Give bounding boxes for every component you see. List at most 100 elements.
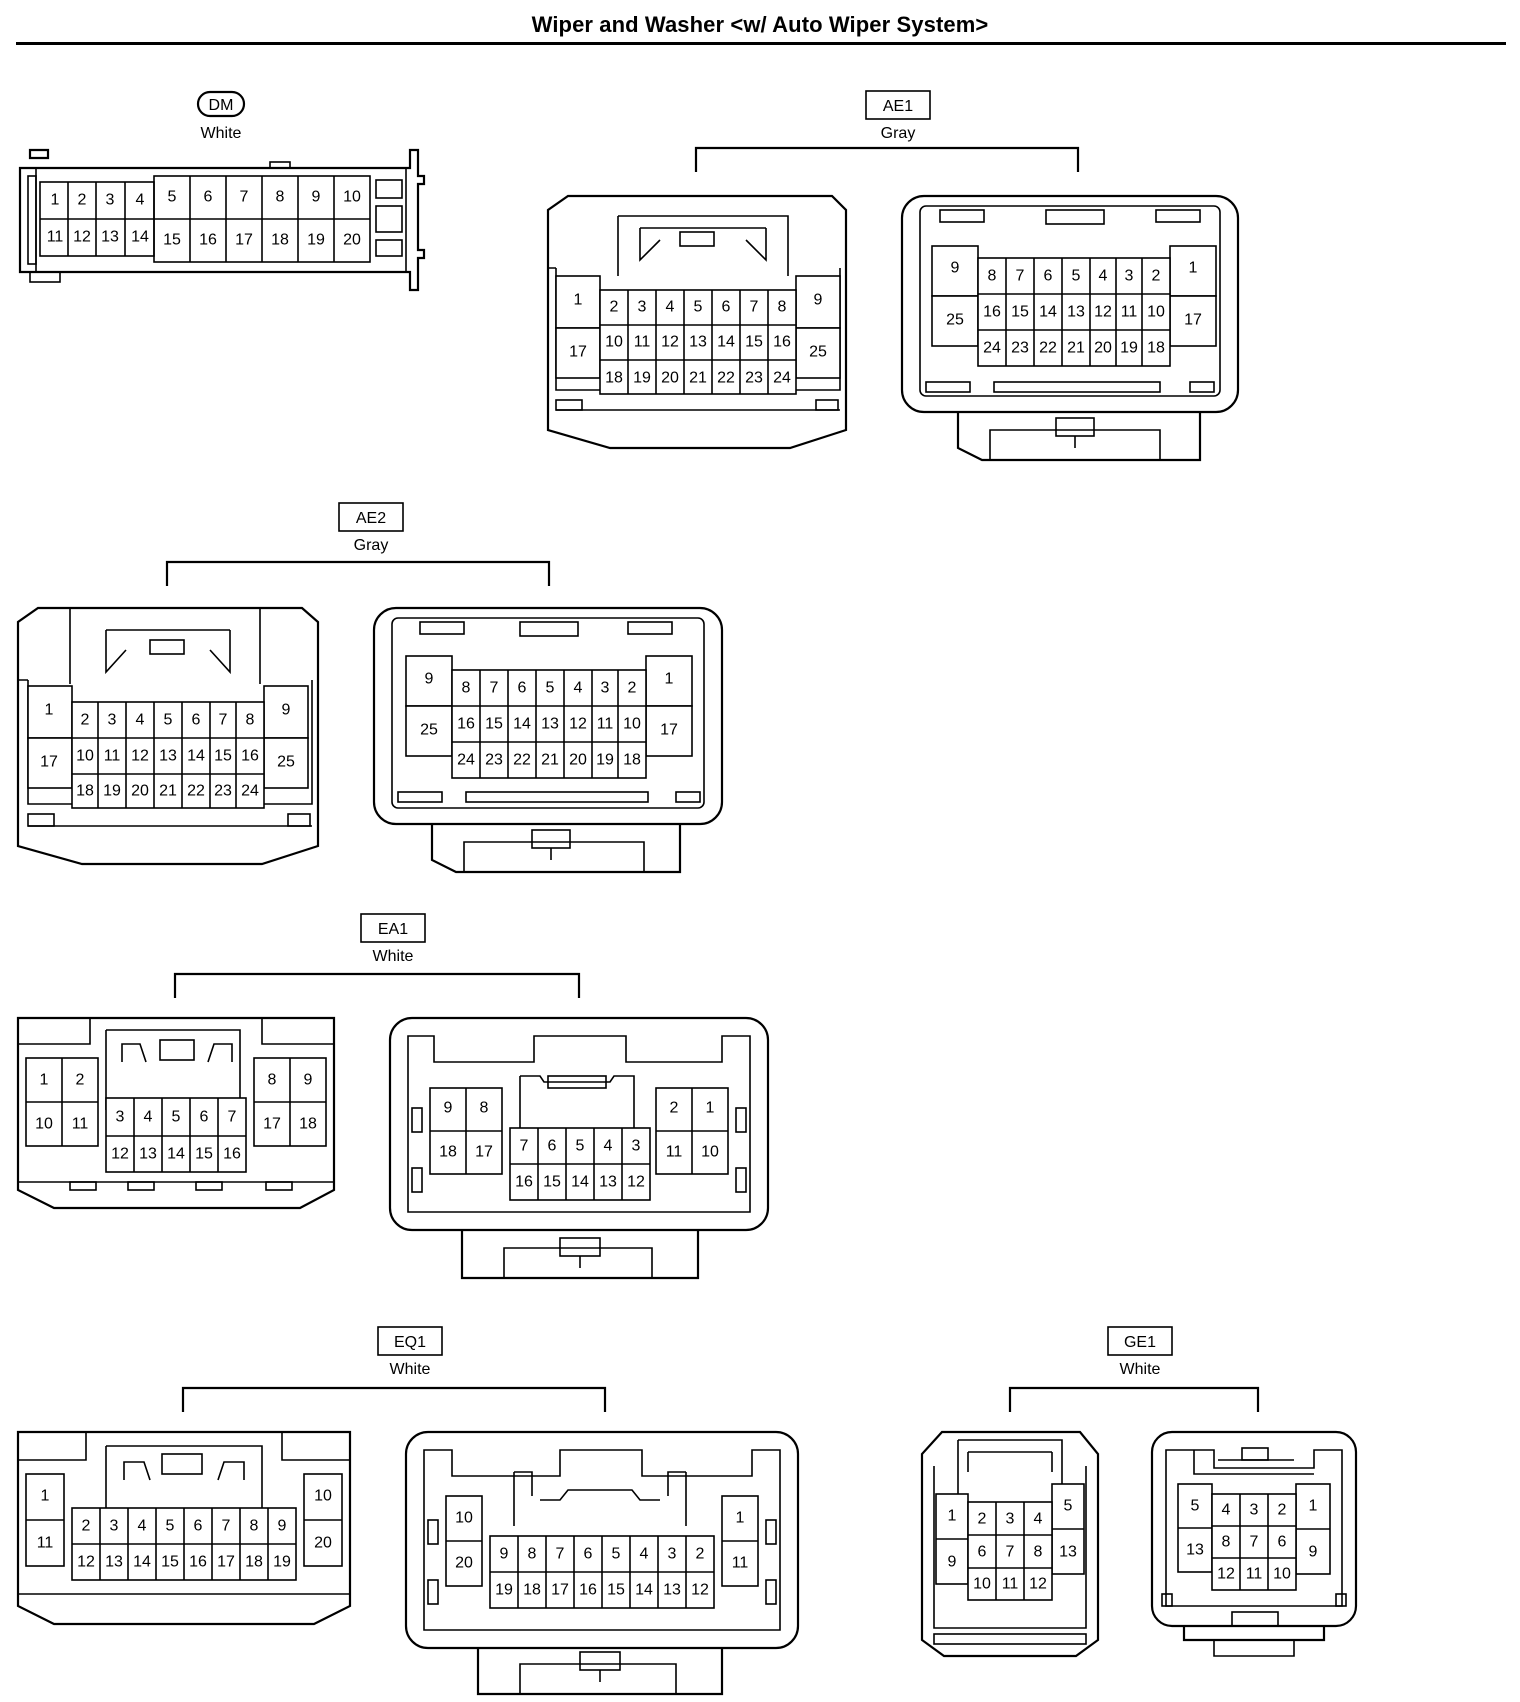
pin-7: 7 (1006, 1544, 1015, 1561)
pin-5: 5 (1191, 1498, 1200, 1515)
pin-8: 8 (246, 712, 255, 729)
pin-3: 3 (108, 712, 117, 729)
pin-1: 1 (51, 192, 60, 209)
pin-20: 20 (131, 783, 149, 800)
pin-13: 13 (541, 716, 559, 733)
connector-color: White (201, 125, 242, 142)
pin-18: 18 (1147, 340, 1165, 357)
pin-16: 16 (983, 304, 1001, 321)
pin-7: 7 (219, 712, 228, 729)
pin-12: 12 (1029, 1576, 1047, 1593)
pin-9: 9 (814, 292, 823, 309)
pin-12: 12 (111, 1146, 129, 1163)
pin-15: 15 (163, 232, 181, 249)
pin-13: 13 (1186, 1542, 1204, 1559)
pin-12: 12 (1094, 304, 1112, 321)
pin-4: 4 (1034, 1511, 1043, 1528)
pin-13: 13 (1067, 304, 1085, 321)
connector-color: White (373, 948, 414, 965)
pin-5: 5 (168, 189, 177, 206)
connector-label: EQ1 (394, 1334, 426, 1351)
pair-bracket (165, 560, 551, 586)
pin-3: 3 (1250, 1502, 1259, 1519)
pin-16: 16 (189, 1554, 207, 1571)
pin-16: 16 (579, 1582, 597, 1599)
pin-19: 19 (633, 370, 651, 387)
pin-12: 12 (661, 334, 679, 351)
connector-view-rear: 5 13 1 9 4 3 2 8 7 6 12 11 10 (1150, 1430, 1358, 1657)
pin-2: 2 (1152, 268, 1161, 285)
pin-2: 2 (1278, 1502, 1287, 1519)
pin-3: 3 (110, 1518, 119, 1535)
pin-13: 13 (139, 1146, 157, 1163)
pin-11: 11 (634, 334, 651, 351)
connector-view-front: 1 2 10 11 8 9 17 18 3 4 5 6 7 12 13 14 1… (16, 1016, 336, 1210)
pair-bracket (1008, 1386, 1260, 1412)
pin-9: 9 (948, 1554, 957, 1571)
pin-1: 1 (41, 1488, 50, 1505)
pin-1: 1 (1189, 260, 1198, 277)
pin-1: 1 (40, 1072, 49, 1089)
pin-16: 16 (223, 1146, 241, 1163)
pin-14: 14 (1039, 304, 1057, 321)
pin-14: 14 (187, 748, 205, 765)
pin-18: 18 (605, 370, 623, 387)
pin-19: 19 (596, 752, 614, 769)
pin-16: 16 (241, 748, 259, 765)
pin-20: 20 (343, 232, 361, 249)
pin-17: 17 (475, 1144, 493, 1161)
pin-1: 1 (706, 1100, 715, 1117)
connector-label-box (865, 90, 931, 120)
connector-label: DM (209, 97, 234, 114)
pin-1: 1 (665, 671, 674, 688)
pin-6: 6 (518, 680, 527, 697)
pin-24: 24 (983, 340, 1001, 357)
pin-14: 14 (513, 716, 531, 733)
pin-20: 20 (661, 370, 679, 387)
pin-21: 21 (689, 370, 707, 387)
connector-color: Gray (881, 125, 916, 142)
pin-17: 17 (263, 1116, 281, 1133)
connector-label: EA1 (378, 921, 408, 938)
connector-label-box (196, 90, 246, 118)
pin-3: 3 (106, 192, 115, 209)
pin-6: 6 (548, 1138, 557, 1155)
pin-20: 20 (1094, 340, 1112, 357)
pair-bracket (181, 1386, 607, 1412)
pin-4: 4 (136, 712, 145, 729)
pin-15: 15 (745, 334, 763, 351)
pin-15: 15 (543, 1174, 561, 1191)
connector-label: AE1 (883, 98, 913, 115)
pin-11: 11 (1002, 1576, 1019, 1593)
pin-18: 18 (76, 783, 94, 800)
connector-ge1: GE1 White 1 9 5 13 2 3 4 6 7 (920, 1326, 1358, 1658)
pin-9: 9 (1309, 1544, 1318, 1561)
pin-6: 6 (722, 299, 731, 316)
pin-11: 11 (732, 1555, 749, 1572)
pin-3: 3 (601, 680, 610, 697)
pin-10: 10 (35, 1116, 53, 1133)
pin-10: 10 (1147, 304, 1165, 321)
pin-25: 25 (809, 344, 827, 361)
pin-9: 9 (500, 1546, 509, 1563)
pin-3: 3 (1125, 268, 1134, 285)
pin-20: 20 (569, 752, 587, 769)
pin-3: 3 (638, 299, 647, 316)
pin-7: 7 (750, 299, 759, 316)
pin-6: 6 (584, 1546, 593, 1563)
pin-13: 13 (599, 1174, 617, 1191)
pin-16: 16 (515, 1174, 533, 1191)
pin-4: 4 (666, 299, 675, 316)
pin-6: 6 (1044, 268, 1053, 285)
pin-8: 8 (480, 1100, 489, 1117)
pin-19: 19 (103, 783, 121, 800)
pin-5: 5 (1064, 1498, 1073, 1515)
pin-2: 2 (696, 1546, 705, 1563)
pin-10: 10 (623, 716, 641, 733)
connector-housing (18, 148, 426, 292)
pin-3: 3 (1006, 1511, 1015, 1528)
pin-18: 18 (523, 1582, 541, 1599)
pin-19: 19 (1120, 340, 1138, 357)
connector-color: White (1120, 1361, 1161, 1378)
pin-2: 2 (628, 680, 637, 697)
